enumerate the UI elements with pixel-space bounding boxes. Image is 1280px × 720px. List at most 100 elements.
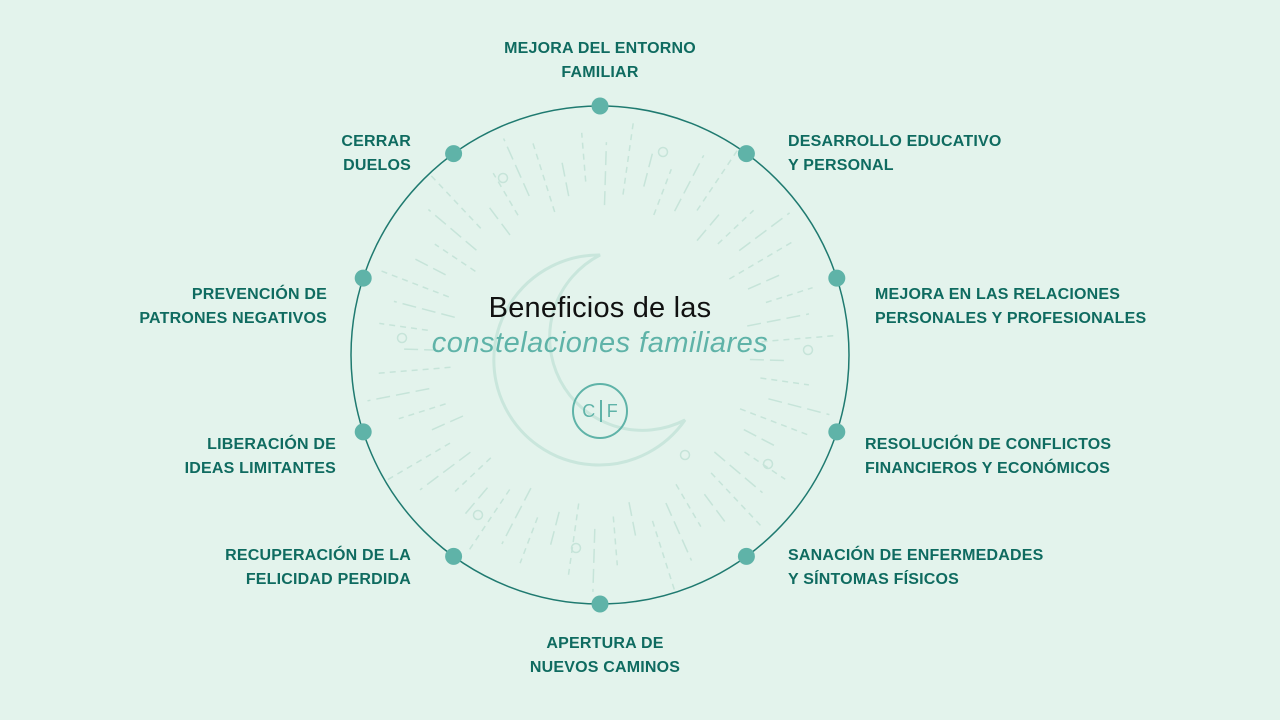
moon-decoration bbox=[492, 253, 687, 467]
logo-letter-c: C bbox=[582, 400, 596, 421]
benefit-line: PERSONALES Y PROFESIONALES bbox=[875, 310, 1147, 327]
sunburst-ray bbox=[696, 213, 721, 242]
sunburst-ray bbox=[696, 146, 741, 211]
benefit-line: Y PERSONAL bbox=[788, 157, 894, 174]
sunburst-ray bbox=[580, 132, 587, 182]
sunburst-ray bbox=[760, 377, 810, 386]
benefit-label-relationships: MEJORA EN LAS RELACIONES PERSONALES Y PR… bbox=[875, 283, 1146, 331]
sunburst-ray bbox=[427, 208, 477, 251]
sunburst-ray bbox=[747, 274, 781, 290]
sunburst-decoration bbox=[367, 118, 839, 595]
sunburst-ray bbox=[464, 487, 489, 515]
benefit-node-dot bbox=[354, 269, 372, 287]
benefit-label-negative-patterns: PREVENCIÓN DE PATRONES NEGATIVOS bbox=[67, 283, 327, 331]
sunburst-ray bbox=[501, 487, 532, 545]
decor-ring bbox=[472, 509, 484, 521]
sunburst-ray bbox=[376, 268, 450, 298]
sunburst-ray bbox=[414, 258, 446, 276]
benefit-node-dot bbox=[828, 269, 846, 287]
benefit-node-dot bbox=[828, 423, 846, 441]
sunburst-ray bbox=[761, 334, 839, 343]
sunburst-ray bbox=[739, 408, 813, 438]
decor-ring bbox=[497, 172, 509, 184]
benefit-label-limiting-ideas: LIBERACIÓN DE IDEAS LIMITANTES bbox=[106, 433, 336, 481]
sunburst-ray bbox=[628, 502, 637, 537]
sunburst-ray bbox=[367, 387, 430, 402]
benefit-node-dot bbox=[445, 547, 463, 565]
logo-separator bbox=[600, 400, 602, 422]
sunburst-ray bbox=[675, 483, 702, 527]
sunburst-ray bbox=[466, 489, 511, 554]
benefit-line: FELICIDAD PERDIDA bbox=[245, 571, 411, 588]
benefit-line: Y SÍNTOMAS FÍSICOS bbox=[788, 571, 960, 588]
sunburst-ray bbox=[502, 138, 530, 197]
benefit-label-lost-happiness: RECUPERACIÓN DE LA FELICIDAD PERDIDA bbox=[151, 544, 411, 592]
sunburst-ray bbox=[403, 348, 439, 351]
sunburst-ray bbox=[643, 152, 654, 187]
decor-ring bbox=[657, 146, 669, 158]
sunburst-ray bbox=[622, 118, 635, 195]
sunburst-ray bbox=[530, 138, 556, 213]
benefit-line: RESOLUCIÓN DE CONFLICTOS bbox=[865, 436, 1112, 453]
decor-ring bbox=[679, 449, 691, 461]
sunburst-ray bbox=[393, 300, 455, 319]
benefit-line: DUELOS bbox=[343, 157, 411, 174]
benefit-line: NUEVOS CAMINOS bbox=[529, 659, 681, 676]
diagram-subtitle: constelaciones familiares bbox=[431, 327, 769, 359]
sunburst-ray bbox=[673, 154, 705, 212]
benefit-line: FAMILIAR bbox=[561, 64, 639, 81]
cf-logo: C F bbox=[572, 383, 628, 439]
benefit-line: FINANCIEROS Y ECONÓMICOS bbox=[865, 460, 1111, 477]
sunburst-ray bbox=[383, 442, 451, 483]
sunburst-ray bbox=[768, 398, 830, 416]
benefit-line: RECUPERACIÓN DE LA bbox=[225, 547, 411, 564]
sunburst-ray bbox=[603, 142, 608, 206]
benefit-label-family-environment: MEJORA DEL ENTORNO FAMILIAR bbox=[450, 37, 750, 85]
sunburst-ray bbox=[738, 212, 791, 252]
benefit-node-dot bbox=[445, 145, 463, 163]
benefit-line: DESARROLLO EDUCATIVO bbox=[788, 133, 1002, 150]
sunburst-ray bbox=[744, 451, 786, 480]
benefit-label-financial-conflicts: RESOLUCIÓN DE CONFLICTOS FINANCIEROS Y E… bbox=[865, 433, 1111, 481]
benefit-node-dot bbox=[591, 595, 609, 613]
sunburst-ray bbox=[728, 239, 797, 280]
decor-ring bbox=[570, 542, 582, 554]
diagram-title: Beneficios de las bbox=[488, 292, 712, 324]
benefit-line: SANACIÓN DE ENFERMEDADES bbox=[788, 547, 1044, 564]
sunburst-ray bbox=[710, 472, 765, 530]
benefit-line: LIBERACIÓN DE bbox=[207, 436, 336, 453]
sunburst-ray bbox=[419, 451, 471, 491]
sunburst-ray bbox=[373, 366, 451, 375]
benefit-line: PATRONES NEGATIVOS bbox=[139, 310, 327, 327]
sunburst-ray bbox=[398, 403, 446, 420]
sunburst-ray bbox=[747, 313, 810, 327]
sunburst-ray bbox=[749, 358, 785, 362]
sunburst-ray bbox=[713, 451, 763, 494]
benefit-line: APERTURA DE bbox=[546, 635, 664, 652]
benefit-node-dot bbox=[591, 97, 609, 115]
benefit-line: MEJORA DEL ENTORNO bbox=[504, 40, 696, 57]
sunburst-ray bbox=[549, 511, 560, 546]
decor-ring bbox=[396, 332, 408, 344]
sunburst-ray bbox=[519, 517, 539, 564]
sunburst-ray bbox=[717, 209, 755, 245]
sunburst-ray bbox=[454, 457, 492, 492]
sunburst-ray bbox=[567, 503, 580, 580]
logo-letter-f: F bbox=[606, 400, 618, 421]
sunburst-ray bbox=[430, 415, 464, 431]
sunburst-ray bbox=[743, 428, 776, 447]
benefit-line: CERRAR bbox=[341, 133, 411, 150]
benefit-line: PREVENCIÓN DE bbox=[191, 286, 327, 303]
sunburst-ray bbox=[379, 322, 428, 332]
benefit-node-dot bbox=[354, 423, 372, 441]
sunburst-ray bbox=[488, 206, 511, 236]
sunburst-ray bbox=[427, 171, 482, 229]
sunburst-ray bbox=[612, 516, 619, 566]
benefit-label-illness-healing: SANACIÓN DE ENFERMEDADES Y SÍNTOMAS FÍSI… bbox=[788, 544, 1044, 592]
benefit-node-dot bbox=[737, 547, 755, 565]
decor-ring bbox=[802, 344, 814, 356]
sunburst-ray bbox=[703, 493, 726, 523]
benefit-line: IDEAS LIMITANTES bbox=[184, 460, 336, 477]
